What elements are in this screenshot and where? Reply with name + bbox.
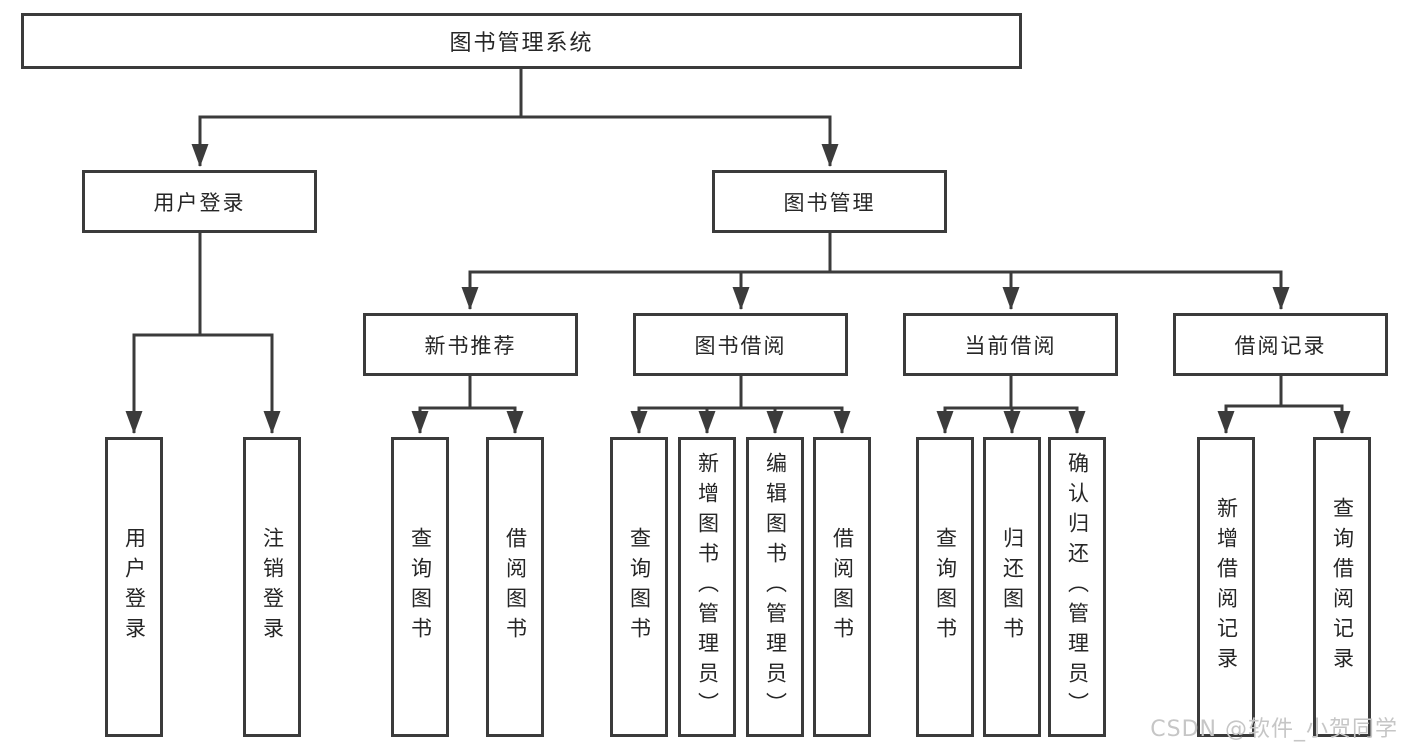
node-root-label: 图书管理系统 [449, 31, 594, 56]
leaf-records-query: 查询借阅记录 [1313, 437, 1371, 737]
node-user-login: 用户登录 [82, 170, 317, 233]
node-book-management-label: 图书管理 [783, 190, 876, 215]
leaf-current-confirm-admin-label: 确认归还（管理员） [1065, 452, 1090, 722]
leaf-current-confirm-admin: 确认归还（管理员） [1048, 437, 1106, 737]
leaf-borrow-borrow-label: 借阅图书 [830, 527, 855, 647]
leaf-user-login: 用户登录 [105, 437, 163, 737]
leaf-borrow-edit-admin: 编辑图书（管理员） [746, 437, 804, 737]
node-borrow-records-label: 借阅记录 [1234, 333, 1327, 358]
leaf-logout-label: 注销登录 [260, 527, 285, 647]
leaf-borrow-borrow: 借阅图书 [813, 437, 871, 737]
connector-borrow-records [1217, 374, 1351, 434]
node-book-borrow-label: 图书借阅 [694, 333, 787, 358]
leaf-current-return-label: 归还图书 [1000, 527, 1025, 647]
leaf-records-add-label: 新增借阅记录 [1214, 497, 1239, 677]
node-borrow-records: 借阅记录 [1173, 313, 1388, 376]
leaf-borrow-query-label: 查询图书 [627, 527, 652, 647]
node-new-book-recommend: 新书推荐 [363, 313, 578, 376]
node-current-borrow: 当前借阅 [903, 313, 1118, 376]
connector-user-login [125, 231, 281, 434]
connector-new-book-recommend [411, 374, 524, 434]
node-book-management: 图书管理 [712, 170, 947, 233]
leaf-newbooks-borrow: 借阅图书 [486, 437, 544, 737]
node-book-borrow: 图书借阅 [633, 313, 848, 376]
leaf-borrow-add-admin-label: 新增图书（管理员） [695, 452, 720, 722]
connector-current-borrow [936, 374, 1086, 434]
leaf-borrow-edit-admin-label: 编辑图书（管理员） [763, 452, 788, 722]
leaf-current-query-label: 查询图书 [933, 527, 958, 647]
csdn-watermark: CSDN @软件_小贺同学 [1150, 717, 1398, 742]
node-user-login-label: 用户登录 [153, 190, 246, 215]
leaf-borrow-query: 查询图书 [610, 437, 668, 737]
leaf-newbooks-borrow-label: 借阅图书 [503, 527, 528, 647]
leaf-newbooks-query: 查询图书 [391, 437, 449, 737]
connector-book-management [461, 231, 1290, 310]
leaf-records-add: 新增借阅记录 [1197, 437, 1255, 737]
connector-book-borrow [630, 374, 851, 434]
node-current-borrow-label: 当前借阅 [964, 333, 1057, 358]
leaf-user-login-label: 用户登录 [122, 527, 147, 647]
node-new-book-recommend-label: 新书推荐 [424, 333, 517, 358]
leaf-borrow-add-admin: 新增图书（管理员） [678, 437, 736, 737]
leaf-records-query-label: 查询借阅记录 [1330, 497, 1355, 677]
leaf-newbooks-query-label: 查询图书 [408, 527, 433, 647]
leaf-logout: 注销登录 [243, 437, 301, 737]
leaf-current-query: 查询图书 [916, 437, 974, 737]
connector-root [191, 67, 839, 167]
node-root: 图书管理系统 [21, 13, 1022, 69]
leaf-current-return: 归还图书 [983, 437, 1041, 737]
